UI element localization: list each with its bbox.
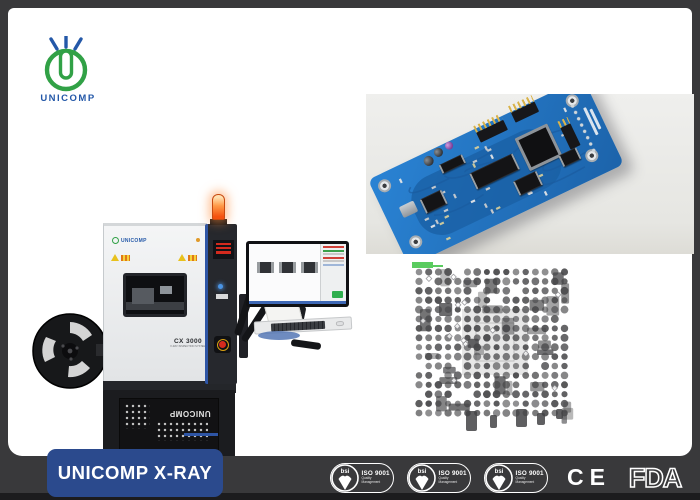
certification-row: bsi ISO 9001 Quality Management bsi ISO …	[330, 462, 686, 493]
brand-plate: UNICOMP X-RAY	[47, 449, 223, 497]
beacon-base	[210, 219, 227, 225]
radiation-label	[213, 240, 234, 259]
xray-overlay-marker	[412, 262, 433, 268]
cabinet-logo-icon	[112, 237, 119, 244]
stand-logo-text: UNICOMP	[169, 409, 211, 418]
status-led	[218, 284, 223, 289]
taskbar	[249, 301, 346, 304]
beacon-light	[212, 194, 225, 220]
tray-pad	[258, 331, 300, 340]
cabinet-logo: UNICOMP	[112, 237, 147, 244]
stand-label-strip	[184, 433, 218, 436]
radiation-warning-icon	[111, 254, 130, 261]
iso-badge-1: bsi ISO 9001 Quality Management	[330, 462, 395, 493]
emergency-stop-button	[214, 336, 231, 353]
logo-mark-icon	[44, 36, 88, 92]
software-control-panel	[320, 244, 346, 304]
monitor	[246, 241, 349, 307]
radiation-warning-icon	[178, 254, 197, 261]
brand-logo: UNICOMP	[36, 36, 100, 104]
xray-bga-svg	[415, 268, 574, 431]
pcb-board	[367, 94, 625, 254]
xray-machine-photo: UNICOMP CX 3000 X-RAY INSPECTION SYSTEM	[8, 98, 368, 500]
svg-text:FDA: FDA	[629, 463, 682, 493]
xray-chip-thumbnails	[257, 262, 318, 273]
fda-mark: FDA	[628, 462, 683, 494]
bsi-kitemark-icon: bsi	[330, 463, 359, 492]
xray-bga-image	[404, 259, 586, 439]
cart-foot	[290, 338, 322, 351]
content-card: UNICOMP	[8, 8, 694, 500]
svg-text:bsi: bsi	[494, 469, 503, 475]
control-tower	[205, 224, 237, 384]
bsi-kitemark-icon: bsi	[484, 463, 513, 492]
ce-mark: CE	[567, 464, 611, 490]
svg-text:bsi: bsi	[417, 469, 426, 475]
tower-label	[216, 294, 228, 299]
component-reel	[32, 313, 108, 389]
svg-text:bsi: bsi	[340, 469, 349, 475]
cabinet-indicator	[196, 238, 200, 242]
iso-badge-2: bsi ISO 9001 Quality Management	[407, 462, 472, 493]
viewing-window	[123, 273, 187, 317]
pcb-photo	[366, 94, 694, 254]
model-label: CX 3000 X-RAY INSPECTION SYSTEM	[170, 338, 206, 348]
brand-plate-text: UNICOMP X-RAY	[57, 462, 213, 483]
machine-cabinet: UNICOMP CX 3000 X-RAY INSPECTION SYSTEM	[103, 223, 207, 383]
logo-wordmark: UNICOMP	[40, 93, 96, 104]
bsi-kitemark-icon: bsi	[407, 463, 436, 492]
software-start-button	[332, 291, 343, 298]
inspection-software-screen	[249, 244, 346, 304]
mouse	[335, 320, 345, 327]
iso-badge-3: bsi ISO 9001 Quality Management	[484, 462, 549, 493]
